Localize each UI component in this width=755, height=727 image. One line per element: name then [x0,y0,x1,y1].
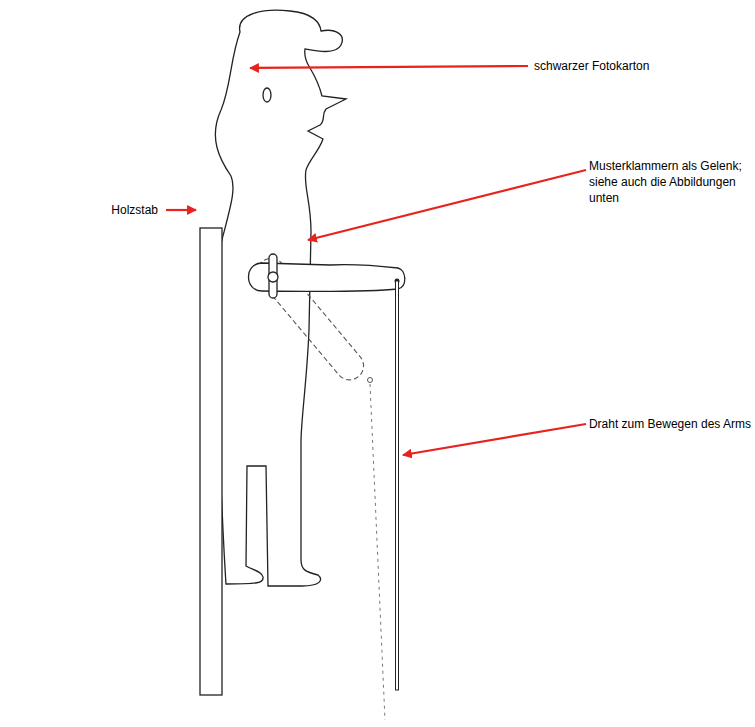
wire [396,281,399,690]
part-label: Musterklammern als Gelenk; siehe auch di… [589,158,751,206]
figure-eye [263,88,271,102]
figure-outline [213,10,346,586]
part-label: Holzstab [111,202,158,218]
leader-arrow [250,66,528,68]
part-label: schwarzer Fotokarton [534,58,649,74]
paper-fastener-head [268,272,278,282]
part-label: Draht zum Bewegen des Arms [589,416,751,432]
paper-fastener [269,254,277,298]
leader-arrow [166,209,196,211]
leader-arrow [403,424,586,455]
leader-arrow [308,170,586,240]
wooden-stick [200,228,222,695]
wire-lowered [370,384,385,720]
arm-lowered-hole [368,378,373,383]
